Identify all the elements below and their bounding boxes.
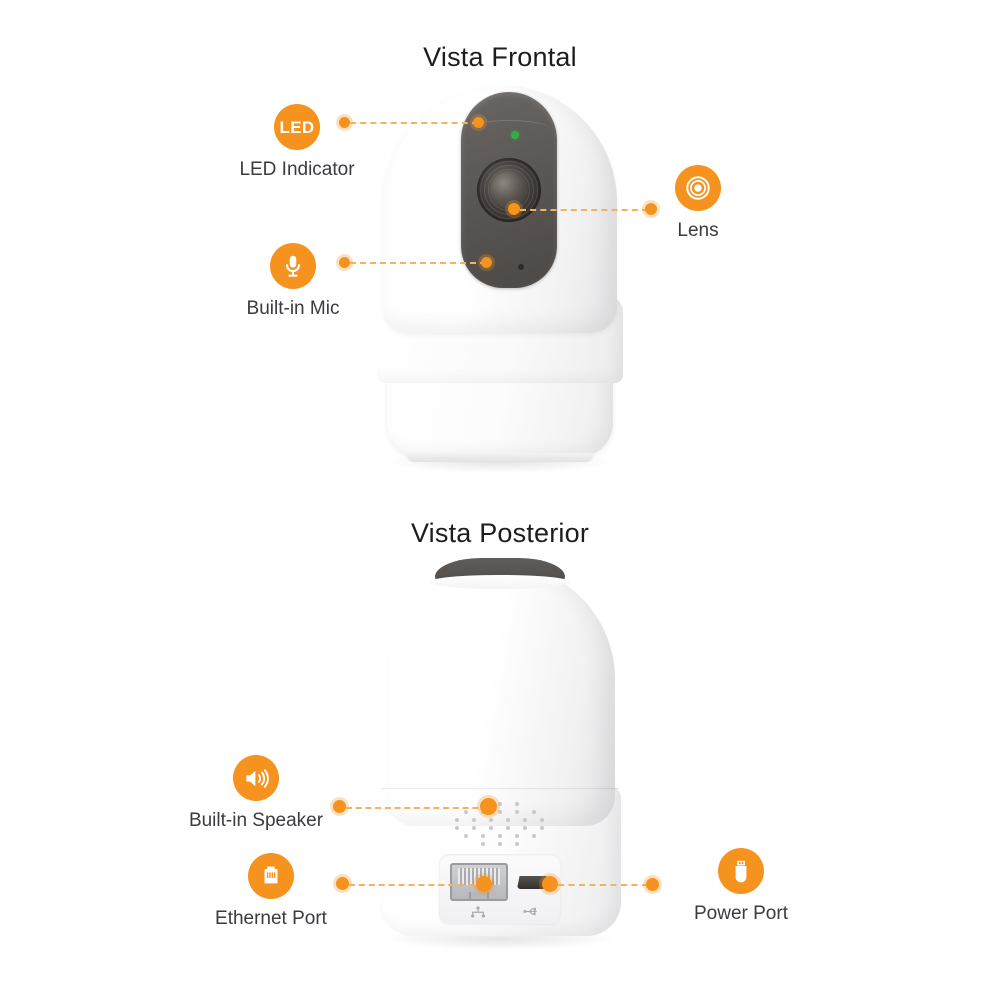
connector-dot-led-end <box>473 117 484 128</box>
connector-line-speaker <box>346 807 488 809</box>
led-badge-icon: LED <box>274 104 320 150</box>
ethernet-jack-notch <box>469 892 489 901</box>
connector-dot-power-start <box>542 876 558 892</box>
connector-dot-speaker-start <box>333 800 346 813</box>
rj45-jack-icon <box>248 853 294 899</box>
speaker-icon <box>233 755 279 801</box>
microphone-icon <box>270 243 316 289</box>
callout-lens[interactable]: Lens <box>598 165 798 242</box>
connector-dot-ethernet-start <box>336 877 349 890</box>
camera-head-rear <box>385 564 615 826</box>
connector-dot-mic-end <box>481 257 492 268</box>
connector-dot-speaker-end <box>480 798 497 815</box>
camera-cap-lip <box>429 575 571 589</box>
callout-label-power-port: Power Port <box>694 903 788 924</box>
lens-glass <box>490 171 528 209</box>
connector-dot-lens-end <box>645 203 657 215</box>
usb-symbol-icon <box>523 907 537 916</box>
camera-rear-seam <box>381 788 619 789</box>
lens-ring-mid <box>484 165 534 215</box>
callout-led-indicator[interactable]: LED LED Indicator <box>197 104 397 181</box>
connector-dot-led-start <box>339 117 350 128</box>
rear-port-panel <box>439 854 561 924</box>
usb-plug-icon <box>718 848 764 894</box>
callout-built-in-speaker[interactable]: Built-in Speaker <box>156 755 356 832</box>
callout-label-built-in-mic: Built-in Mic <box>246 298 340 319</box>
connector-dot-mic-start <box>339 257 350 268</box>
callout-label-ethernet-port: Ethernet Port <box>215 908 327 929</box>
connector-line-ethernet <box>349 884 484 886</box>
camera-rear-illustration <box>355 558 645 958</box>
front-view-title: Vista Frontal <box>423 42 577 72</box>
callout-ethernet-port[interactable]: Ethernet Port <box>171 853 371 930</box>
micro-usb-power-port <box>517 876 549 889</box>
network-symbol-icon <box>471 906 485 918</box>
mic-pinhole <box>518 264 524 270</box>
lens-rings-icon <box>675 165 721 211</box>
callout-built-in-mic[interactable]: Built-in Mic <box>193 243 393 320</box>
connector-dot-lens-start <box>508 203 520 215</box>
connector-line-lens <box>520 209 648 211</box>
callout-label-built-in-speaker: Built-in Speaker <box>188 810 324 831</box>
led-indicator-dot <box>511 131 519 139</box>
connector-dot-power-end <box>646 878 659 891</box>
connector-line-power <box>558 884 648 886</box>
callout-label-lens: Lens <box>677 220 719 241</box>
callout-label-led-indicator: LED Indicator <box>239 159 355 180</box>
callout-power-port[interactable]: Power Port <box>641 848 841 925</box>
camera-foot <box>407 453 593 462</box>
lens-ring-outer <box>480 161 538 219</box>
rear-view-title: Vista Posterior <box>410 518 590 548</box>
connector-dot-ethernet-end <box>476 876 492 892</box>
connector-line-led <box>350 122 478 124</box>
connector-line-mic <box>350 262 486 264</box>
led-badge-text: LED <box>279 117 315 137</box>
camera-front-illustration <box>355 85 645 475</box>
